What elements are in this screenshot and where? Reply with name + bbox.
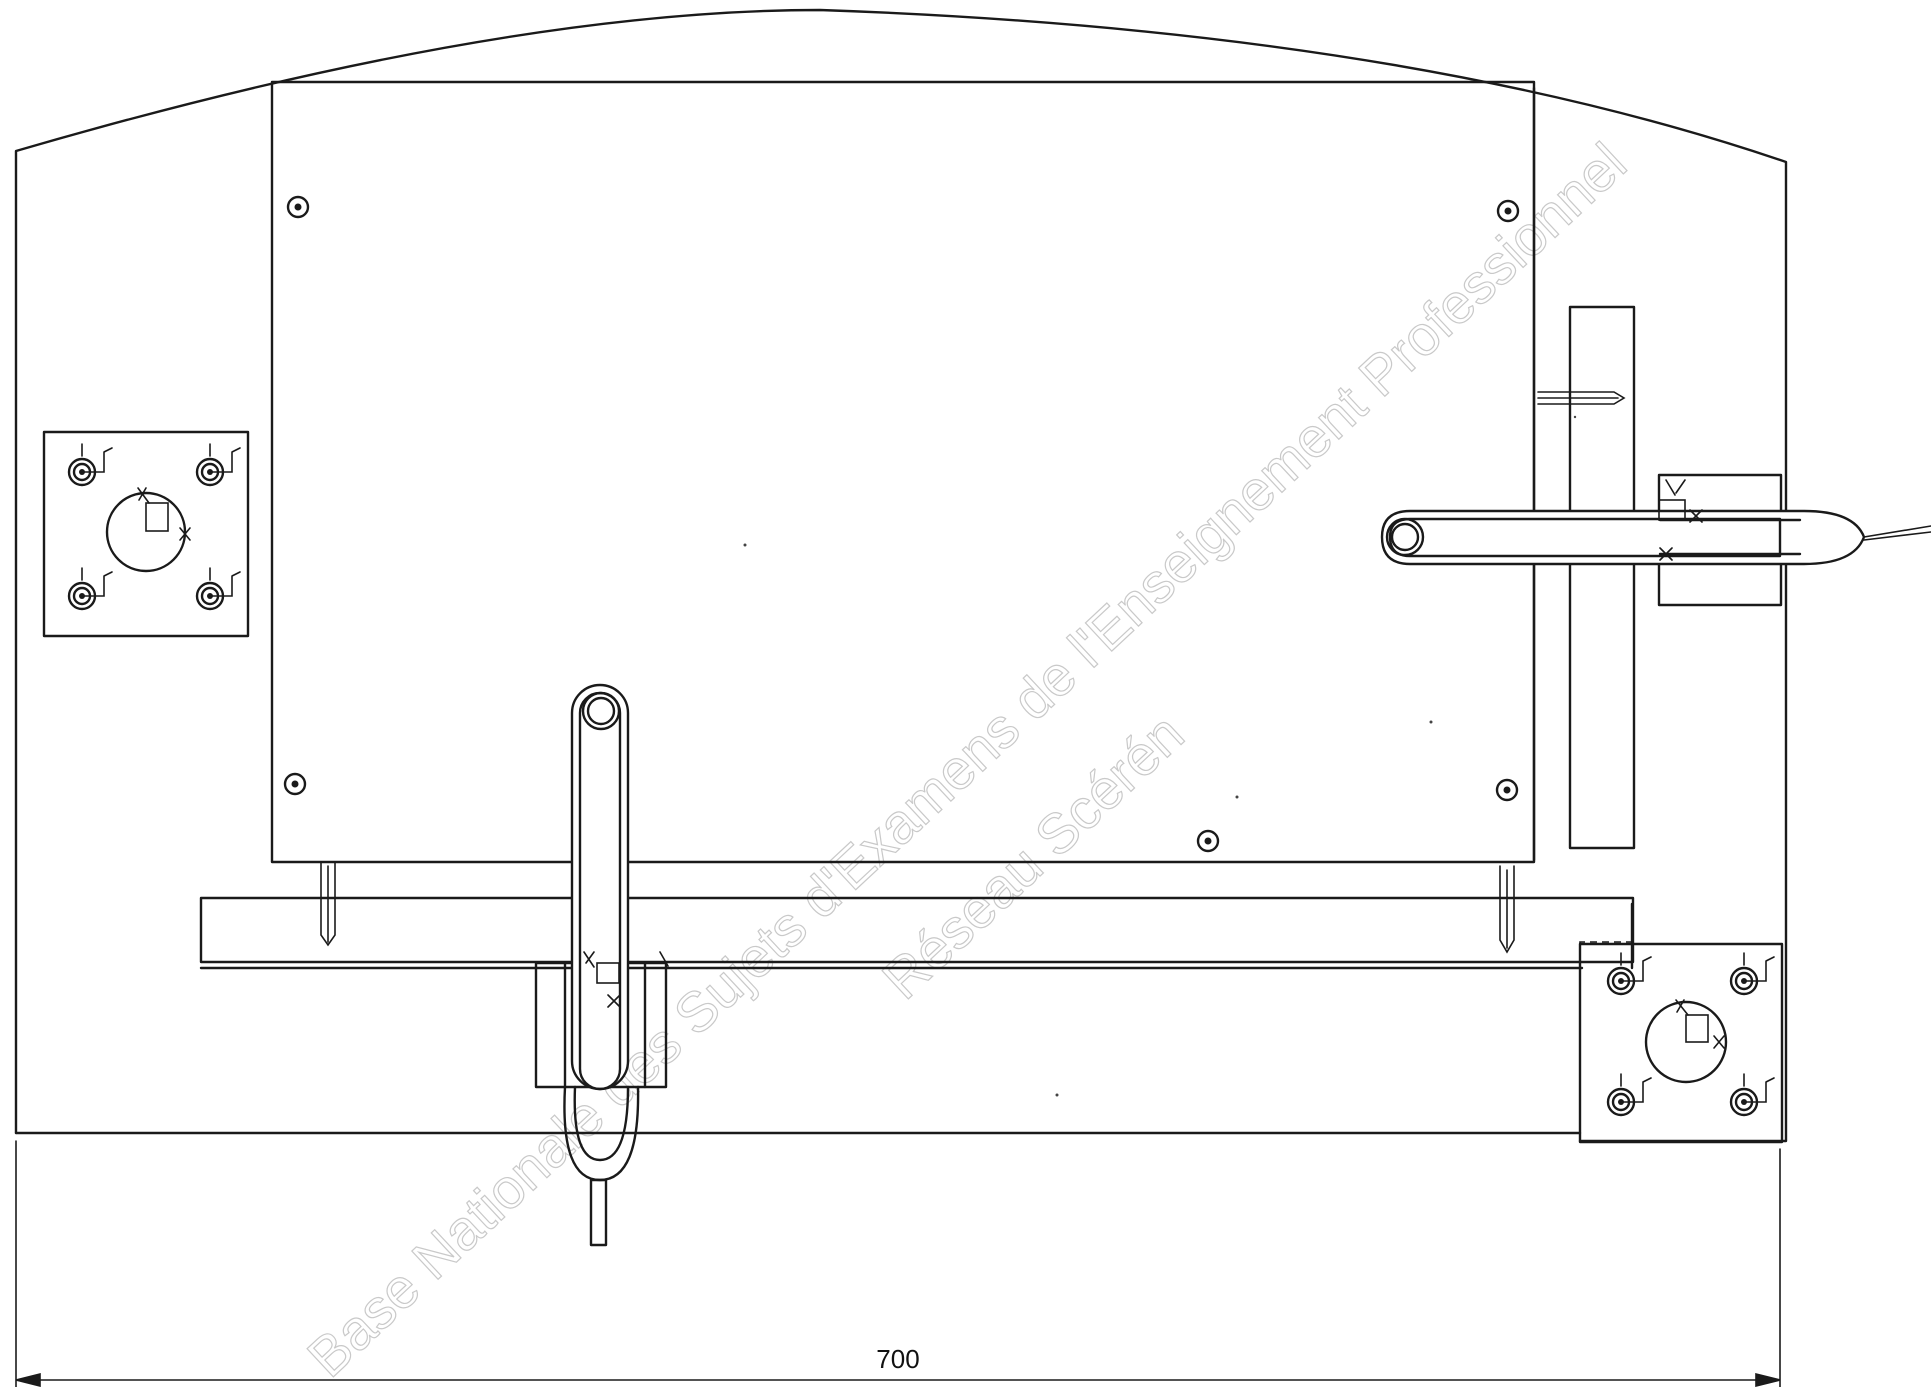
bolt bbox=[1606, 952, 1652, 996]
screw bbox=[1496, 199, 1520, 223]
vertical-guide-rail bbox=[1537, 305, 1636, 850]
overall-dimension: 700 bbox=[15, 1140, 1781, 1387]
watermark: Base Nationale des Sujets d'Examens de l… bbox=[295, 130, 1639, 1387]
scan-specks bbox=[743, 415, 1577, 1097]
horizontal-guide-rail bbox=[199, 896, 1635, 970]
screw bbox=[283, 772, 307, 796]
rail-screws bbox=[320, 861, 1515, 954]
watermark-line1: Base Nationale des Sujets d'Examens de l… bbox=[295, 131, 1638, 1387]
bolt bbox=[195, 567, 241, 611]
bolt bbox=[1606, 1073, 1652, 1117]
left-bracket-bolts bbox=[67, 443, 241, 611]
bolt bbox=[1729, 1073, 1775, 1117]
right-cylinder-assembly bbox=[1380, 473, 1931, 607]
bolt bbox=[1729, 952, 1775, 996]
right-bracket-bolts bbox=[1606, 952, 1775, 1117]
plate-screws bbox=[283, 195, 1520, 853]
main-plate bbox=[270, 80, 1536, 864]
right-mounting-bracket bbox=[1578, 941, 1784, 1144]
bolt bbox=[67, 567, 113, 611]
screw bbox=[1196, 829, 1220, 853]
bolt bbox=[195, 443, 241, 487]
left-mounting-bracket bbox=[42, 430, 250, 638]
watermark-line2: Réseau Scérén bbox=[870, 701, 1195, 1010]
bottom-cylinder-assembly bbox=[534, 683, 669, 1247]
outer-frame bbox=[14, 8, 1788, 1143]
bolt bbox=[67, 443, 113, 487]
dimension-label: 700 bbox=[876, 1344, 919, 1374]
screw bbox=[286, 195, 310, 219]
screw bbox=[1495, 778, 1519, 802]
